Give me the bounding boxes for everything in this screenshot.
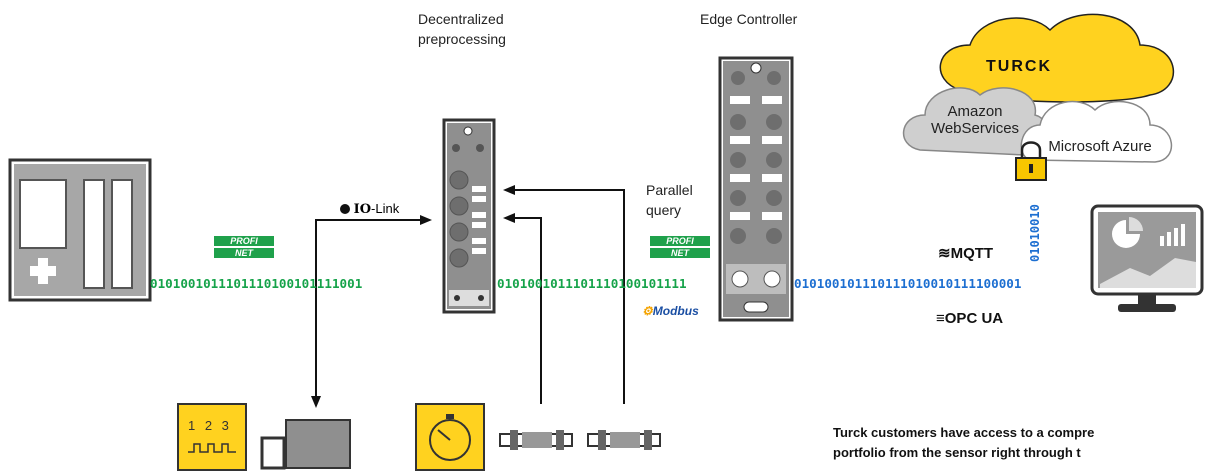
sensor-arrow-2 [514,189,625,404]
profinet-logo-left-top: PROFI [214,236,274,246]
turck-logo: TURCK [986,58,1052,75]
counter-digits: 1 2 3 [188,418,232,433]
binary-stream-middle: 0101001011101110100101111 [497,276,687,291]
io-link-icon [340,204,350,214]
aws-label-line1: Amazon [947,103,1003,120]
modbus-logo: ⚙Modbus [642,304,699,318]
sensor-arrow-1 [514,217,542,404]
mqtt-signal-icon: ≋ [938,245,951,262]
lock-icon [1015,141,1047,181]
mqtt-logo: ≋MQTT [938,244,993,262]
edge-controller-device [718,56,794,322]
sensor-1 [499,430,573,450]
io-link-arrow [315,219,420,398]
aws-label-line2: WebServices [930,120,1020,137]
cloud-group [902,13,1175,163]
edge-controller-caption: Edge Controller [700,11,798,27]
modbus-gear-icon: ⚙ [642,304,653,318]
footer-line1: Turck customers have access to a compre [833,425,1095,440]
parallel-query-caption: Parallel query [646,180,693,220]
aws-label: Amazon WebServices [916,103,1034,137]
modbus-logo-text: Modbus [652,304,699,318]
binary-stream-right: 010100101110111010010111100001 [794,276,1022,291]
opcua-stripes-icon: ≡ [936,310,945,327]
io-link-io-text: IO [353,202,372,217]
plc-controller [8,158,152,302]
decentralized-caption-line2: preprocessing [418,31,506,47]
decentralized-io-module [442,118,496,314]
decentralized-caption-line1: Decentralized [418,11,504,27]
footer-line2: portfolio from the sensor right through … [833,445,1081,460]
profinet-logo-left-bottom: NET [214,248,274,258]
profinet-logo-right-bottom: NET [650,248,710,258]
opcua-logo: ≡OPC UA [936,310,1003,327]
profinet-logo-left: PROFI NET [214,236,274,258]
binary-stream-vertical: 01010010 [1028,204,1042,262]
decentralized-caption: Decentralized preprocessing [418,9,506,49]
io-link-link-text: -Link [371,201,400,216]
footer-text: Turck customers have access to a compre … [833,423,1094,463]
motor-device [260,419,351,470]
parallel-query-line1: Parallel [646,182,693,198]
timer-device [415,403,485,471]
azure-label: Microsoft Azure [1048,138,1152,155]
profinet-logo-right: PROFI NET [650,236,710,258]
dashboard-monitor [1090,204,1204,312]
binary-stream-left: 0101001011101110100101111001 [150,276,363,291]
turck-cloud [939,13,1175,103]
azure-cloud [1020,100,1172,163]
profinet-logo-right-top: PROFI [650,236,710,246]
opcua-logo-text: OPC UA [944,310,1004,327]
sensor-2 [587,430,661,450]
parallel-query-line2: query [646,202,682,218]
mqtt-logo-text: MQTT [950,245,994,262]
io-link-label: IO-Link [340,201,399,217]
counter-device [177,403,247,471]
